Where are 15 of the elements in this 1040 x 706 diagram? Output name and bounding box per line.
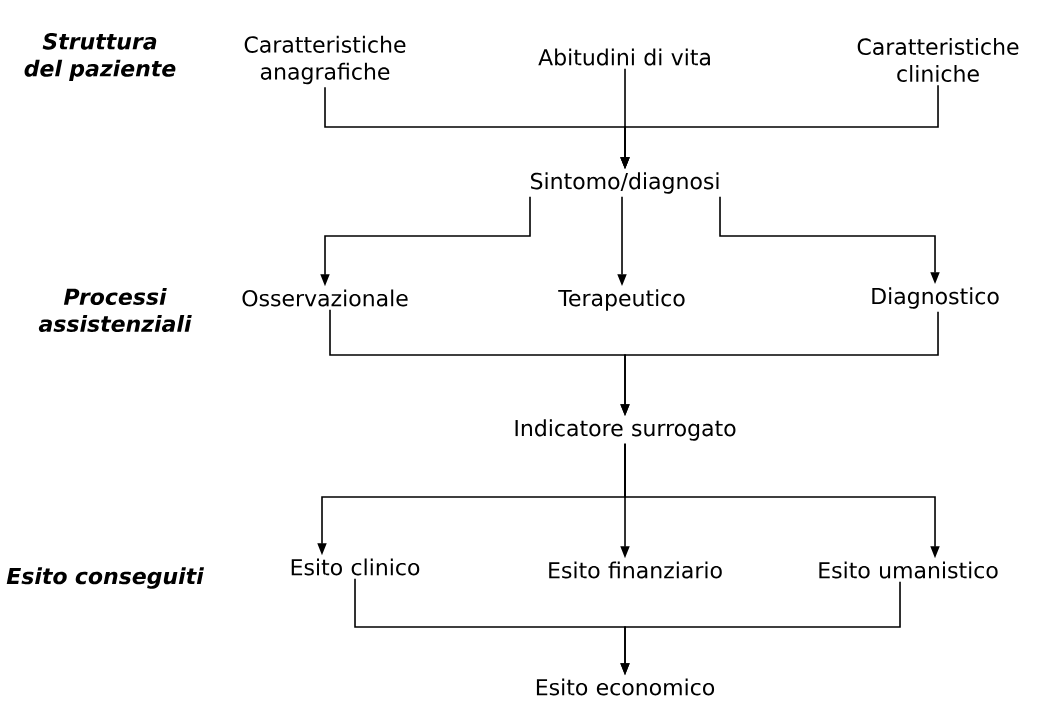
section-label: Esito conseguiti — [6, 567, 204, 589]
node-text: Indicatore surrogato — [515, 419, 736, 441]
node-text: Osservazionale — [242, 289, 408, 307]
node-text: Caratteristiche cliniche — [857, 38, 1019, 82]
section-label: Struttura del paziente — [24, 33, 176, 81]
node-text: Abitudini di vita — [538, 48, 710, 66]
section-label: Processi assistenziali — [38, 288, 192, 332]
node-text: Terapeutico — [558, 289, 685, 311]
node-text: Diagnostico — [872, 287, 999, 309]
node-text: Esito clinico — [291, 558, 420, 576]
node-text: Sintomo/diagnosi — [531, 172, 719, 194]
node-text: Esito finanziario — [549, 561, 722, 579]
node-text: Esito economico — [536, 678, 715, 696]
node-text: Esito umanistico — [819, 561, 998, 579]
node-text: Caratteristiche anagrafiche — [244, 35, 406, 85]
